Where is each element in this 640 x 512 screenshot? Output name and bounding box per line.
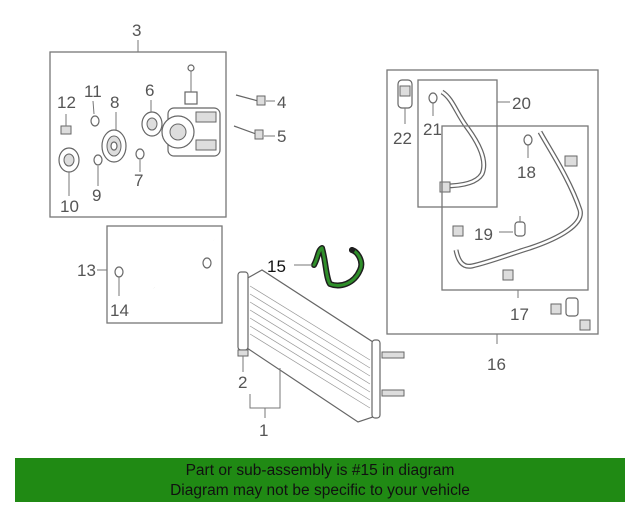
callout-22[interactable]: 22 <box>393 129 412 148</box>
callout-16[interactable]: 16 <box>487 355 506 374</box>
parts-diagram: 3 12 11 8 6 7 9 10 <box>49 21 599 440</box>
condenser-part <box>237 269 405 423</box>
ring-part-18 <box>523 134 533 146</box>
bolt-part-12 <box>60 114 72 135</box>
suction-hose-box <box>106 225 223 324</box>
lines-group-box <box>386 69 599 335</box>
liquid-line-box <box>417 79 498 208</box>
liquid-line-part <box>439 89 487 193</box>
callout-17[interactable]: 17 <box>510 305 529 324</box>
cap-part <box>452 225 464 237</box>
callout-3[interactable]: 3 <box>132 21 141 40</box>
ring-part-21 <box>428 92 438 104</box>
info-banner: Part or sub-assembly is #15 in diagram D… <box>15 458 625 502</box>
callout-9[interactable]: 9 <box>92 186 101 205</box>
callout-14[interactable]: 14 <box>110 301 129 320</box>
hub-part <box>141 111 163 137</box>
callout-20[interactable]: 20 <box>512 94 531 113</box>
receiver-drier-part <box>397 79 413 109</box>
callout-8[interactable]: 8 <box>110 93 119 112</box>
discharge-hose-part-15[interactable] <box>311 245 365 289</box>
ring-part-9 <box>93 154 103 166</box>
callout-4[interactable]: 4 <box>277 93 286 112</box>
callout-21[interactable]: 21 <box>423 120 442 139</box>
callout-1[interactable]: 1 <box>259 421 268 440</box>
fitting-parts <box>550 297 591 331</box>
callout-7[interactable]: 7 <box>134 171 143 190</box>
bolt-part-5 <box>233 125 264 140</box>
pressure-line-part <box>453 130 583 281</box>
callout-12[interactable]: 12 <box>57 93 76 112</box>
ring-part-11 <box>90 115 100 127</box>
callout-6[interactable]: 6 <box>145 81 154 100</box>
clutch-pulley-part <box>101 129 127 163</box>
bolt-part-4 <box>235 94 266 106</box>
sensor-part-19 <box>514 216 526 237</box>
ring-part-14 <box>114 266 124 278</box>
banner-line-2: Diagram may not be specific to your vehi… <box>170 482 470 499</box>
suction-hose-part <box>136 238 215 308</box>
callout-5[interactable]: 5 <box>277 127 286 146</box>
callout-15[interactable]: 15 <box>267 257 286 276</box>
compressor-part <box>161 64 221 157</box>
pressure-line-box <box>441 125 589 291</box>
callout-10[interactable]: 10 <box>60 197 79 216</box>
callout-2[interactable]: 2 <box>238 373 247 392</box>
callout-13[interactable]: 13 <box>77 261 96 280</box>
callout-18[interactable]: 18 <box>517 163 536 182</box>
banner-line-1: Part or sub-assembly is #15 in diagram <box>185 462 455 479</box>
ring-part-7 <box>135 148 145 160</box>
plate-part <box>58 147 80 173</box>
callout-11[interactable]: 11 <box>84 82 102 101</box>
callout-19[interactable]: 19 <box>474 225 493 244</box>
